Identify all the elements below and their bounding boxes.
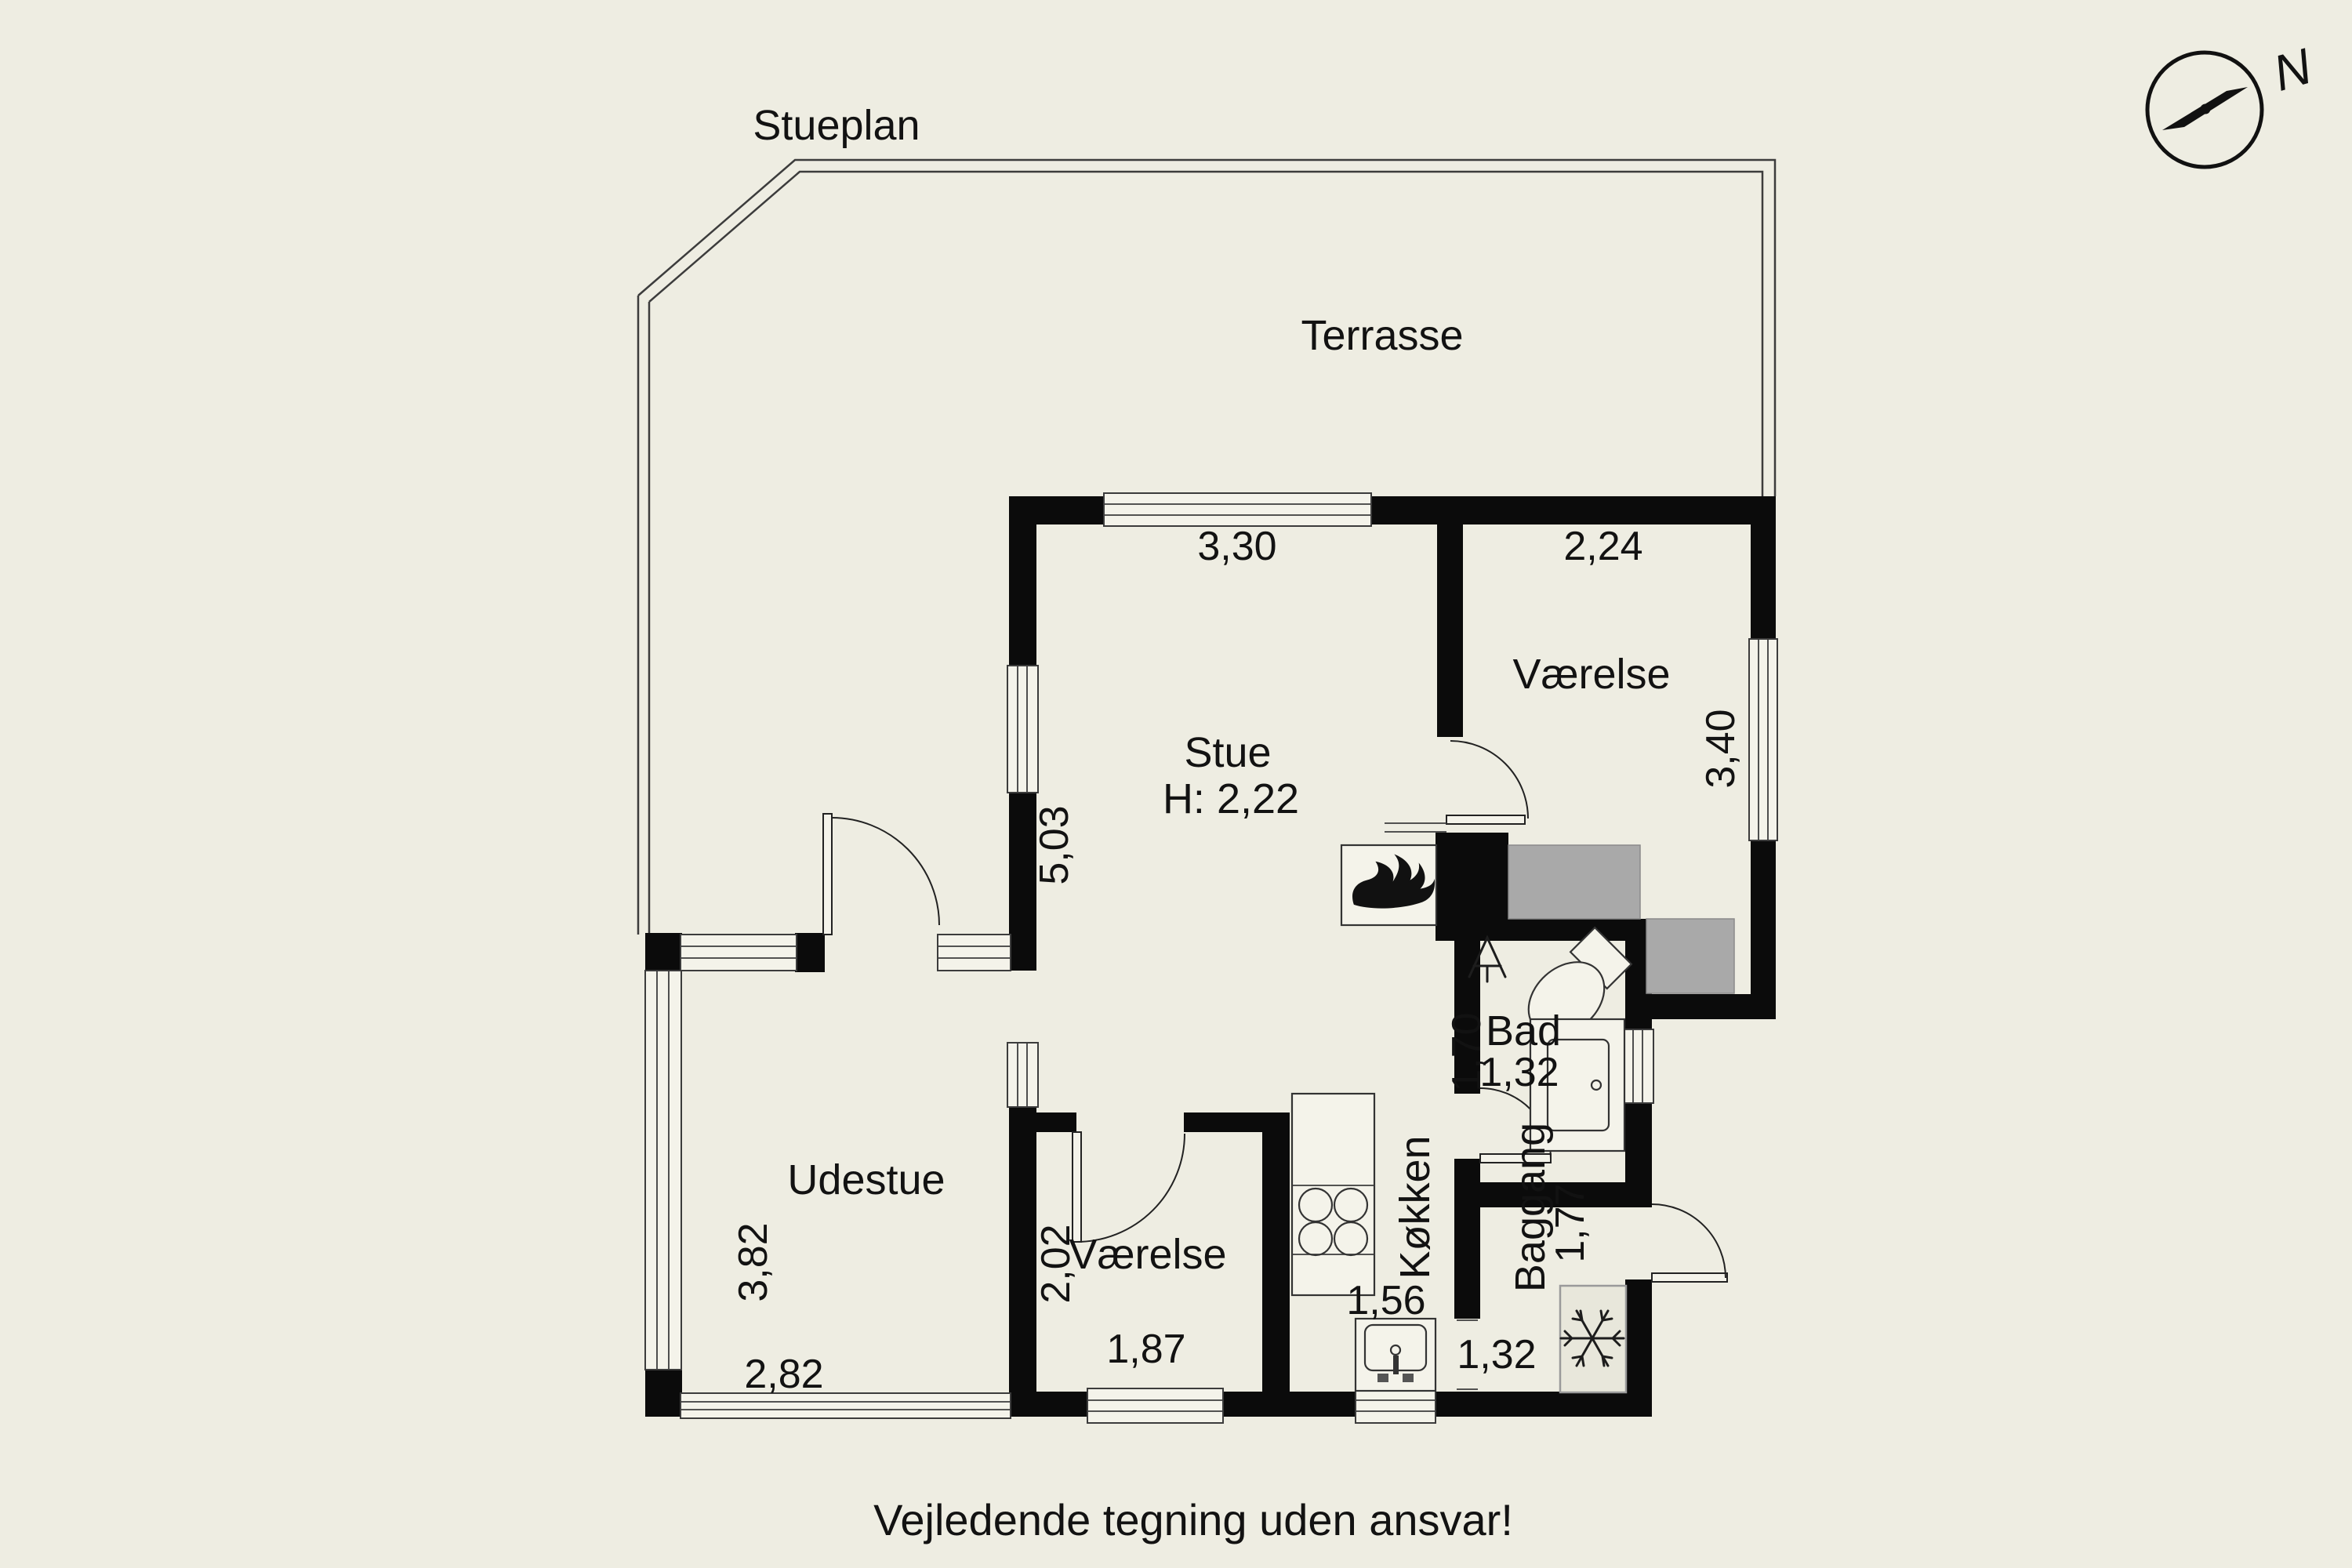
glazing-udestue-north-left bbox=[680, 934, 797, 971]
vaerelse-ne-width-dim: 2,24 bbox=[1563, 524, 1642, 569]
toilet-icon bbox=[1527, 926, 1633, 1036]
threshold-baggang-west bbox=[1457, 1319, 1478, 1390]
bad-label: Bad bbox=[1486, 1007, 1561, 1054]
window-stue-north bbox=[1103, 492, 1372, 527]
footer-disclaimer: Vejledende tegning uden ansvar! bbox=[873, 1495, 1513, 1544]
udestue-label: Udestue bbox=[787, 1156, 945, 1203]
stove-icon bbox=[1298, 1187, 1369, 1257]
bad-depth-dim: 1,70 bbox=[1444, 1012, 1490, 1091]
door-stue-vaerelse-ne bbox=[1446, 740, 1529, 825]
baggang-width-dim: 1,32 bbox=[1457, 1332, 1536, 1377]
doors bbox=[822, 740, 1728, 1390]
window-stue-west bbox=[1007, 665, 1039, 793]
threshold-stue-passage bbox=[1385, 822, 1446, 833]
fixtures bbox=[1290, 844, 1735, 1394]
stue-width-dim: 3,30 bbox=[1197, 524, 1276, 569]
window-bad-east bbox=[1623, 1029, 1654, 1104]
door-udestue-terrace bbox=[822, 813, 940, 935]
compass-icon: N bbox=[2145, 38, 2318, 169]
window-koekken-south bbox=[1355, 1388, 1436, 1424]
window-vaerelse-s-south bbox=[1087, 1388, 1224, 1424]
door-baggang-exterior bbox=[1651, 1203, 1728, 1283]
stue-depth-dim: 5,03 bbox=[1032, 805, 1077, 884]
vaerelse-s-label: Værelse bbox=[1069, 1231, 1226, 1278]
stue-height-label: H: 2,22 bbox=[1163, 775, 1299, 822]
shower-drain-icon bbox=[1468, 935, 1507, 983]
vaerelse-ne-depth-dim: 3,40 bbox=[1698, 709, 1744, 788]
bad-width-dim: 1,32 bbox=[1479, 1050, 1559, 1095]
glazing-udestue-south bbox=[680, 1392, 1011, 1419]
window-vaerelse-ne-east bbox=[1748, 638, 1778, 841]
glazing-udestue-north-right bbox=[937, 934, 1011, 971]
baggang-depth-dim: 1,77 bbox=[1548, 1183, 1593, 1262]
koekken-label: Køkken bbox=[1392, 1135, 1439, 1279]
vaerelse-s-depth-dim: 2,02 bbox=[1033, 1224, 1079, 1303]
compass-north-label: N bbox=[2267, 38, 2318, 102]
closet-corner bbox=[1646, 918, 1735, 994]
walls bbox=[645, 496, 1776, 1417]
windows bbox=[644, 492, 1778, 1424]
vaerelse-s-width-dim: 1,87 bbox=[1106, 1327, 1185, 1372]
terrasse-label: Terrasse bbox=[1301, 312, 1463, 359]
vanity-sink-icon bbox=[1529, 1018, 1626, 1152]
door-vaerelse-s bbox=[1072, 1131, 1185, 1243]
labels: Stueplan Terrasse 3,30 2,24 Stue H: 2,22… bbox=[731, 102, 1744, 1544]
terrace-outline bbox=[637, 158, 1777, 935]
kitchen-counter bbox=[1290, 1092, 1376, 1297]
vaerelse-ne-label: Værelse bbox=[1512, 651, 1670, 698]
udestue-depth-dim: 3,82 bbox=[731, 1222, 776, 1301]
baggang-label: Baggang bbox=[1507, 1123, 1554, 1292]
freezer-icon bbox=[1559, 1284, 1628, 1394]
window-west-small bbox=[1007, 1042, 1039, 1108]
fireplace-icon bbox=[1340, 844, 1438, 927]
koekken-width-dim: 1,56 bbox=[1346, 1278, 1425, 1323]
closet-hall bbox=[1508, 844, 1641, 920]
stue-label: Stue bbox=[1184, 729, 1271, 776]
glazing-udestue-west bbox=[644, 970, 682, 1370]
page-title: Stueplan bbox=[753, 102, 920, 149]
kitchen-sink-icon bbox=[1354, 1317, 1437, 1392]
udestue-width-dim: 2,82 bbox=[744, 1352, 823, 1397]
